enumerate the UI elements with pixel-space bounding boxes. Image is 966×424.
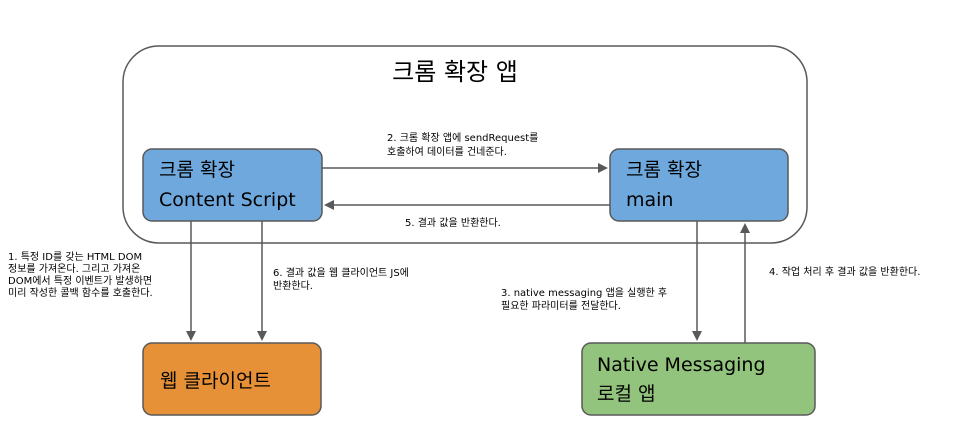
step3-note-line: 필요한 파라미터를 전달한다. [501, 300, 621, 312]
step5-note: 5. 결과 값을 반환한다. [405, 217, 501, 229]
web-client-label: 웹 클라이언트 [160, 370, 271, 392]
step5-note-line: 5. 결과 값을 반환한다. [405, 217, 501, 229]
web-client-box [142, 342, 322, 416]
step3-note: 3. native messaging 앱을 실행한 후 필요한 파라미터를 전… [501, 287, 670, 312]
step6-note-line: 반환한다. [273, 280, 313, 292]
step1-note-line: DOM에서 특정 이벤트가 발생하면 [8, 274, 152, 287]
main-label-line2: main [626, 189, 673, 211]
step1-note-line: 정보를 가져온다. 그리고 가져온 [8, 263, 140, 275]
content-script-box [142, 148, 323, 222]
step6-note-line: 6. 결과 값을 웹 클라이언트 JS에 [273, 267, 409, 279]
main-label-line1: 크롬 확장 [626, 159, 702, 181]
web-client-node: 웹 클라이언트 [142, 342, 322, 416]
native-app-label-line1: Native Messaging [597, 354, 766, 376]
step1-note-line: 미리 작성한 콜백 함수를 호출한다. [8, 287, 153, 299]
step2-note-line: 2. 크롬 확장 앱에 sendRequest를 [387, 132, 538, 144]
container-title: 크롬 확장 앱 [392, 58, 518, 86]
content-script-label-line1: 크롬 확장 [159, 159, 235, 181]
step6-note: 6. 결과 값을 웹 클라이언트 JS에 반환한다. [273, 267, 412, 292]
content-script-label-line2: Content Script [159, 189, 296, 211]
main-node: 크롬 확장 main [609, 148, 789, 222]
native-app-box [581, 342, 816, 416]
step2-note-line: 호출하여 데이터를 건네준다. [387, 145, 507, 158]
main-box [609, 148, 789, 222]
step3-note-line: 3. native messaging 앱을 실행한 후 [501, 287, 667, 299]
native-app-node: Native Messaging 로컬 앱 [581, 342, 816, 416]
step4-note: 4. 작업 처리 후 결과 값을 반환한다. [769, 265, 920, 278]
step2-note: 2. 크롬 확장 앱에 sendRequest를 호출하여 데이터를 건네준다. [387, 132, 542, 158]
content-script-node: 크롬 확장 Content Script [142, 148, 323, 222]
step4-note-line: 4. 작업 처리 후 결과 값을 반환한다. [769, 265, 920, 278]
native-app-label-line2: 로컬 앱 [597, 383, 655, 405]
step1-note-line: 1. 특정 ID를 갖는 HTML DOM [8, 251, 142, 263]
step1-note: 1. 특정 ID를 갖는 HTML DOM 정보를 가져온다. 그리고 가져온 … [8, 251, 155, 299]
